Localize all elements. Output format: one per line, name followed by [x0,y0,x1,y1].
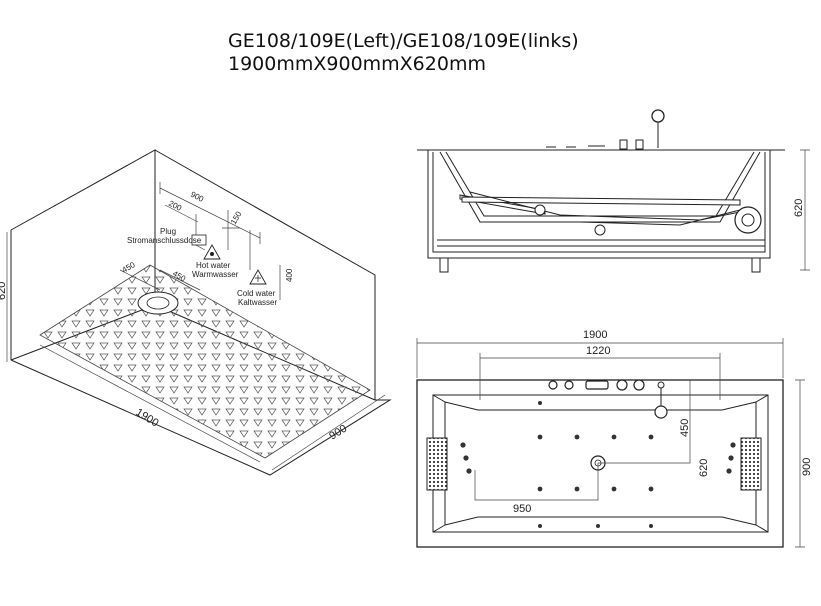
foot-right [751,257,761,273]
shower-holder [657,381,665,389]
tub-body-outline [427,150,771,259]
top-dim-450: 450 [679,419,691,437]
top-dim-620: 620 [698,459,710,477]
dim-line-900 [795,379,805,548]
plug-label: Plug [160,227,176,236]
cold-water-label-de: Kaltwasser [238,298,277,307]
hot-water-label-de: Warmwasser [192,270,239,279]
isometric-installation-view: 620 1900 900 900 200 150 450 450 400 Plu… [0,149,392,476]
dim-line-length [39,344,261,463]
cold-water-label: Cold water [237,289,276,298]
side-elevation-view: 620 [417,109,810,273]
hot-water-label: Hot water [196,261,231,270]
hand-shower-icon [651,109,665,123]
iso-dim-length: 1900 [133,406,160,429]
dim-line-1220 [479,353,721,400]
title-dimensions-line: 1900mmX900mmX620mm [228,53,486,75]
top-plan-view: 1900 1220 450 620 950 900 [416,329,813,548]
top-dim-950: 950 [513,503,531,515]
tiled-floor [39,264,371,459]
iso-dim-height: 620 [0,282,8,300]
side-dim-line [800,149,810,271]
headrest-left [426,437,448,491]
foot-left [439,257,449,273]
control-panel [585,380,609,390]
iso-dim-width: 900 [327,423,349,443]
title-model-line: GE108/109E(Left)/GE108/109E(links) [228,30,579,52]
massage-jets [460,401,736,528]
plug-label-de: Stromanschlussdose [127,236,202,245]
bath-inner-profile [439,151,761,223]
control-knob-2 [564,380,574,390]
dim-line-950 [474,463,599,501]
iso-dim-450-a: 450 [121,260,138,275]
dim-line-1900 [416,338,784,378]
support-frame [437,239,765,247]
top-dim-width: 900 [801,458,813,476]
dim-line-width [271,394,386,471]
dim-line-top [159,182,261,244]
side-dim-height: 620 [793,199,805,217]
iso-dim-200: 200 [167,199,183,213]
control-knob-3 [616,379,628,391]
iso-dim-top: 900 [189,190,205,204]
hand-shower-top-icon [654,405,668,419]
headrest-right [740,437,762,491]
right-back-wall [154,149,376,400]
iso-dim-150: 150 [229,209,244,226]
top-dim-inner: 1220 [586,345,610,357]
top-dim-length: 1900 [583,329,607,341]
plug-socket-icon [191,234,207,246]
control-knob-1 [548,380,558,390]
dim-line-450-620 [598,380,691,464]
control-knob-4 [633,379,645,391]
iso-dim-400: 400 [285,268,294,282]
drawing-title: GE108/109E(Left)/GE108/109E(links) 1900m… [228,30,579,76]
